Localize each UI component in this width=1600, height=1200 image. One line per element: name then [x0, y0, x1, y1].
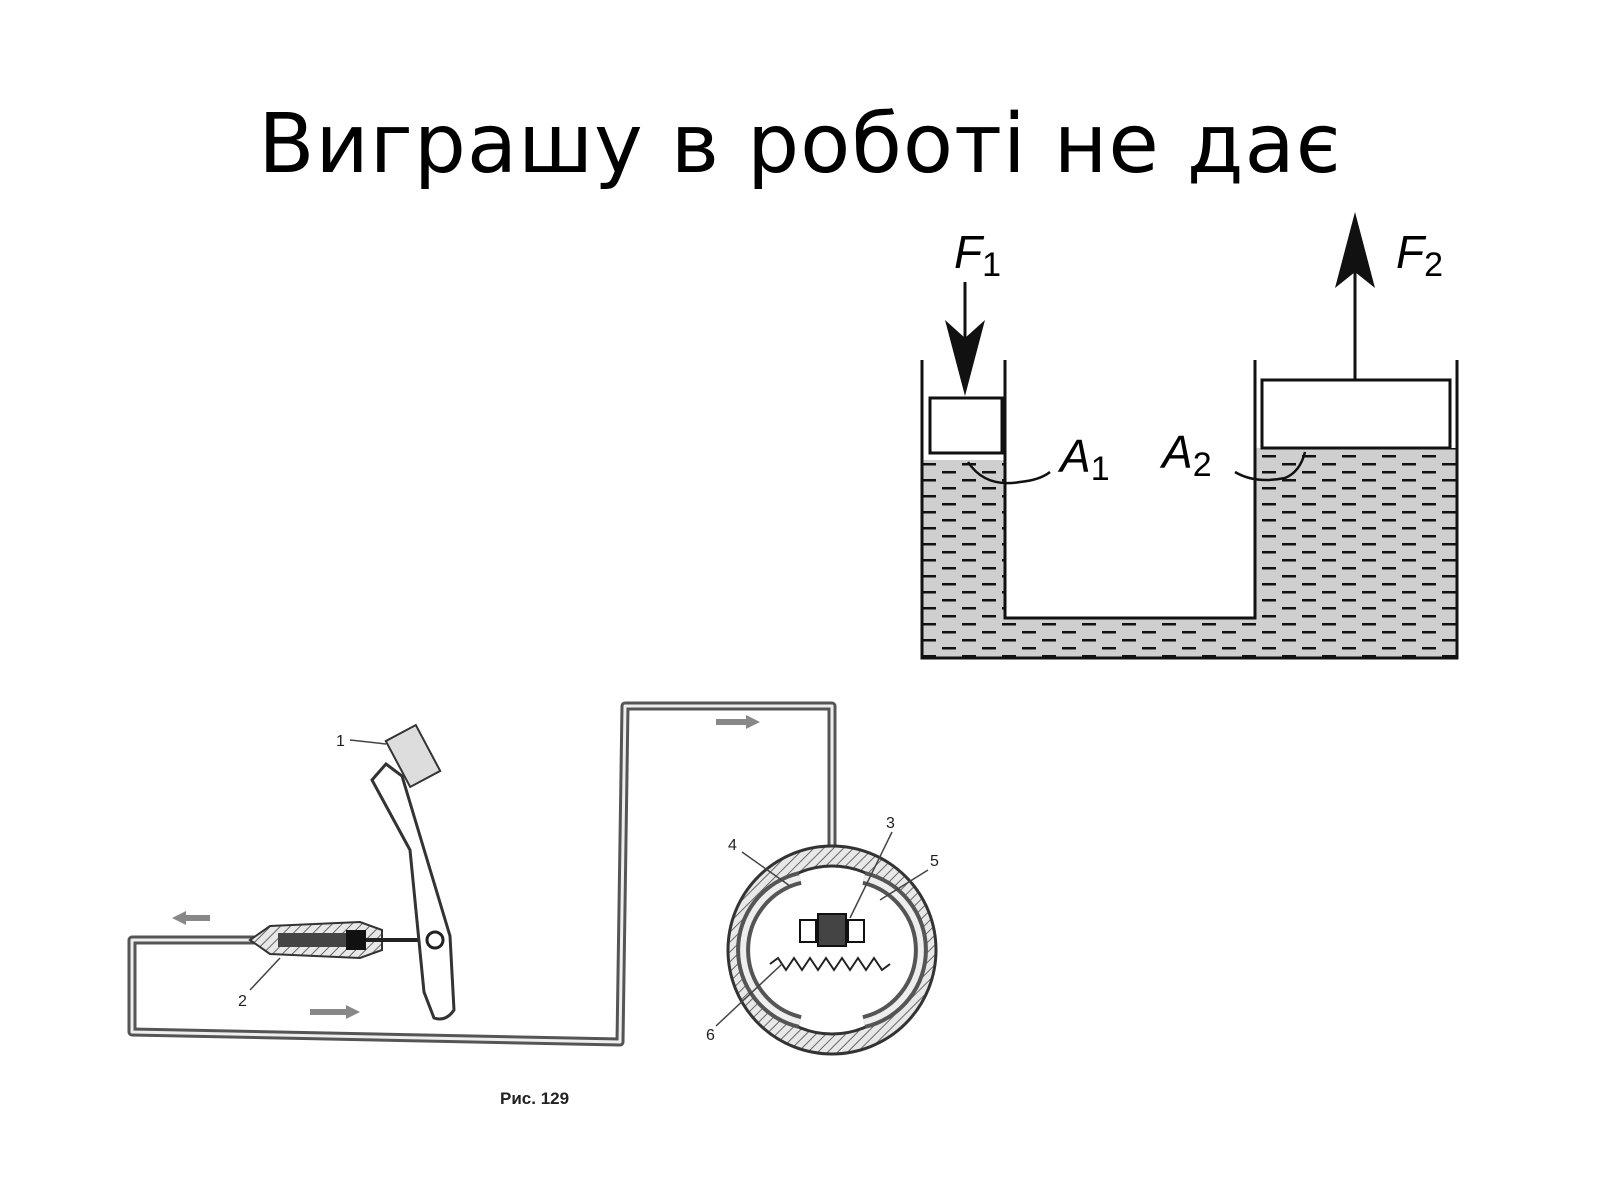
- hydraulic-press-diagram: F1 F2 A1 A2: [920, 212, 1459, 660]
- small-piston: [928, 396, 1004, 455]
- force-arrow-up-icon: [1335, 212, 1375, 380]
- liquid-fill: [922, 448, 1457, 658]
- hydraulic-brake-diagram: 1 2 3 4 5 6 Рис. 129: [127, 701, 939, 1108]
- label-1: 1: [336, 733, 345, 750]
- label-2: 2: [238, 993, 247, 1010]
- label-5: 5: [930, 853, 939, 870]
- f1-label: F1: [954, 226, 1001, 284]
- force-arrow-down-icon: [945, 282, 985, 396]
- a2-callout: [1234, 451, 1307, 482]
- a2-label: A2: [1159, 426, 1212, 484]
- flow-arrow-right-icon: [310, 1005, 360, 1019]
- a1-label: A1: [1057, 430, 1110, 488]
- f2-label: F2: [1396, 226, 1443, 284]
- master-cylinder: [248, 920, 428, 960]
- label-3: 3: [886, 815, 895, 832]
- brake-drum: [726, 844, 938, 1056]
- brake-pedal: [370, 723, 456, 1021]
- flow-arrow-right-top-icon: [716, 715, 760, 729]
- large-piston: [1260, 378, 1452, 450]
- figure-caption: Рис. 129: [500, 1089, 569, 1108]
- slide-title: Виграшу в роботі не дає: [258, 97, 1342, 192]
- label-6: 6: [706, 1027, 715, 1044]
- label-4: 4: [728, 837, 737, 854]
- flow-arrow-left-icon: [172, 911, 210, 925]
- brake-line: [127, 701, 837, 1047]
- a1-callout: [966, 461, 1051, 485]
- vessel-outline: [920, 360, 1459, 660]
